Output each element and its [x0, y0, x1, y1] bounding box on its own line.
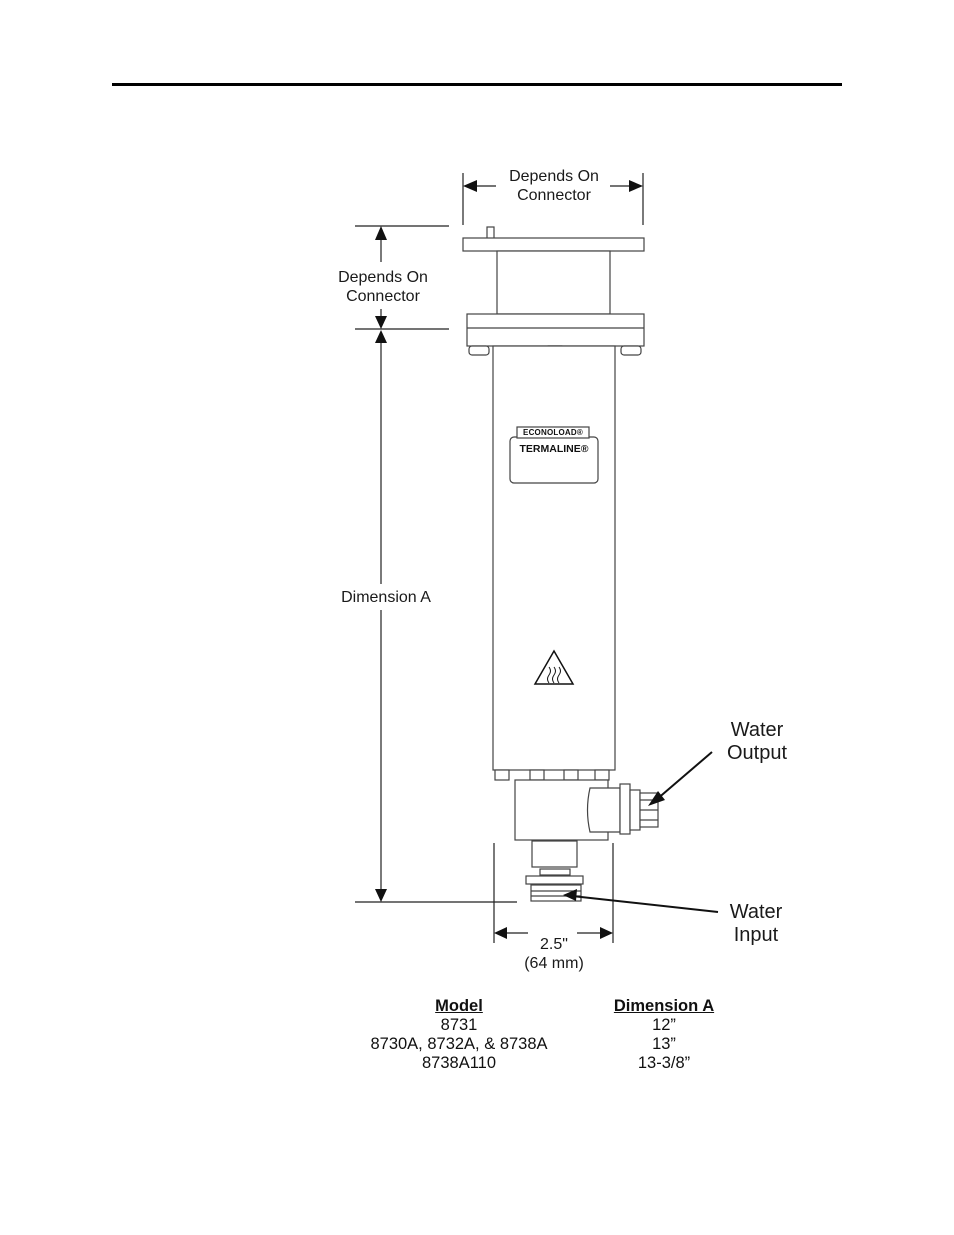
table-row: 8738A110 13-3/8”	[340, 1054, 726, 1073]
connector-height-label: Depends On Connector	[320, 268, 446, 306]
water-input-label: Water Input	[712, 901, 800, 947]
table-header-row: Model Dimension A	[340, 996, 726, 1016]
column-header-model: Model	[340, 996, 578, 1016]
table-cell-dimension: 12”	[578, 1016, 726, 1035]
table-cell-model: 8731	[340, 1016, 578, 1035]
top-width-label: Depends On Connector	[490, 167, 618, 205]
model-dimension-table: Model Dimension A 8731 12” 8730A, 8732A,…	[340, 996, 726, 1073]
nameplate-product: TERMALINE®	[510, 443, 598, 455]
load-body	[463, 227, 658, 901]
table-row: 8730A, 8732A, & 8738A 13”	[340, 1035, 726, 1054]
table-cell-dimension: 13”	[578, 1035, 726, 1054]
water-output-leader	[656, 752, 712, 800]
nameplate-brand: ECONOLOAD®	[517, 428, 589, 437]
column-header-dimension-a: Dimension A	[578, 996, 726, 1016]
water-output-label: Water Output	[712, 719, 802, 765]
table-cell-model: 8730A, 8732A, & 8738A	[340, 1035, 578, 1054]
dimension-a-label: Dimension A	[326, 588, 446, 607]
table-cell-dimension: 13-3/8”	[578, 1054, 726, 1073]
width-label: 2.5" (64 mm)	[508, 935, 600, 973]
water-input-leader	[572, 896, 718, 912]
table-cell-model: 8738A110	[340, 1054, 578, 1073]
table-row: 8731 12”	[340, 1016, 726, 1035]
